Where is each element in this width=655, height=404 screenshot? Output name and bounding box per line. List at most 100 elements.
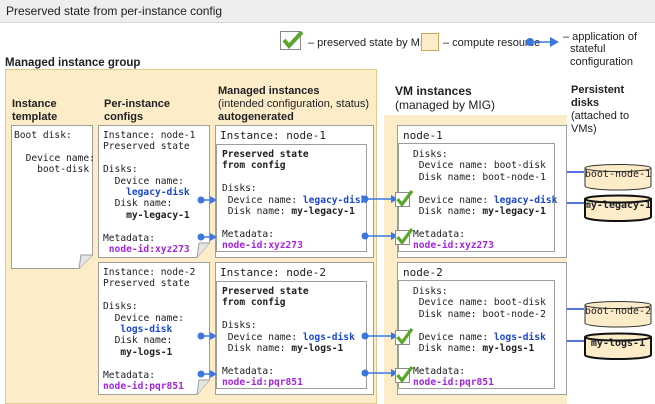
config-device-value: legacy-disk <box>126 187 190 199</box>
vm-device-label: Device name: <box>418 194 489 206</box>
vm-disk-label: Disk name: <box>418 206 477 218</box>
vm-disks: Disks: <box>413 149 448 160</box>
mi-device-label: Device name: <box>227 194 298 206</box>
managed-instance-title: Instance: node-2 <box>220 266 326 279</box>
arrow-icon <box>197 196 217 204</box>
config-device-value: logs-disk <box>120 324 173 336</box>
preserved-state-box <box>216 281 367 389</box>
heading-pd-line-1: Persistent disks <box>571 84 625 109</box>
heading-pic-line-2: configs <box>104 111 144 123</box>
mi-disk-label: Disk name: <box>227 343 286 355</box>
arrow-icon <box>361 332 398 340</box>
per-instance-config-2: Instance: node-2 Preserved state Disks: … <box>103 267 195 392</box>
vm-boot-device: Device name: boot-disk <box>418 160 546 172</box>
folded-page-icon <box>98 125 210 258</box>
disk-icon <box>584 164 652 192</box>
vm-content-box <box>398 280 555 389</box>
legend-arrow-label-2: stateful configuration <box>570 43 633 68</box>
config-disk-value: my-legacy-1 <box>126 209 190 221</box>
resource-swatch <box>421 33 439 51</box>
vm-meta-value: node-id:pqr851 <box>413 377 494 389</box>
page-title: Preserved state from per-instance config <box>6 4 223 18</box>
mi-device-label: Device name: <box>227 331 298 343</box>
managed-instance-2-content: Preserved state from config Disks: Devic… <box>222 286 355 389</box>
heading-mi-line-2: (intended configuration, status) <box>218 98 370 110</box>
config-disks: Disks: <box>103 301 138 313</box>
template-boot-disk: Boot disk: <box>14 130 72 141</box>
heading-per-instance-configs: Per-instance configs <box>104 98 170 124</box>
mi-disks: Disks: <box>222 320 257 332</box>
template-device-value: boot-disk <box>37 164 90 176</box>
per-instance-config-1: Instance: node-1 Preserved state Disks: … <box>103 130 195 255</box>
disk-icon <box>584 301 652 329</box>
vm-device-value: logs-disk <box>493 331 546 343</box>
vm-title: node-1 <box>403 129 443 142</box>
config-meta-value: node-id:pqr851 <box>103 381 184 393</box>
mi-meta-value: node-id:xyz273 <box>222 240 303 252</box>
check-icon <box>393 365 414 385</box>
heading-template-line-2: template <box>12 111 58 123</box>
disk-label: boot-node-1 <box>584 169 652 180</box>
check-icon <box>393 327 414 347</box>
vm-metadata: Metadata: <box>413 365 465 377</box>
config-metadata: Metadata: <box>103 232 155 244</box>
vm-content-box <box>398 143 555 252</box>
vm-title: node-2 <box>403 266 443 279</box>
vm-metadata: Metadata: <box>413 228 465 240</box>
legend-arrow-label-1: – application of <box>563 31 637 43</box>
heading-vm-line-1: VM instances <box>395 84 472 98</box>
vm-2-content: Disks: Device name: boot-disk Disk name:… <box>413 286 546 389</box>
vm-disks: Disks: <box>413 286 448 297</box>
heading-mi-line-1: Managed instances <box>218 85 320 97</box>
vm-disk-label: Disk name: <box>418 343 477 355</box>
arrow-icon <box>526 37 559 47</box>
arrow-icon <box>361 369 398 377</box>
legend-check-label: – preserved state by MIG <box>308 37 432 49</box>
vm-boot-name: Disk name: boot-node-1 <box>418 171 546 183</box>
preserved-state-box <box>216 144 367 252</box>
config-preserved: Preserved state <box>103 278 190 290</box>
vm-meta-value: node-id:xyz273 <box>413 240 494 252</box>
check-icon <box>280 31 304 50</box>
mi-preserved-line-1: Preserved state <box>222 149 309 160</box>
legend-resource-label: – compute resource <box>443 37 541 49</box>
arrow-icon <box>361 232 398 240</box>
disk-label: my-legacy-1 <box>584 200 652 211</box>
heading-mi-line-3: autogenerated <box>218 111 294 123</box>
config-metadata: Metadata: <box>103 369 155 381</box>
heading-vm-line-2: (managed by MIG) <box>395 98 496 112</box>
heading-persistent-disks: Persistent disks (attached to VMs) <box>571 84 655 136</box>
check-icon <box>393 189 414 209</box>
vm-boot-name: Disk name: boot-node-2 <box>418 308 546 320</box>
heading-vm-instances: VM instances (managed by MIG) <box>395 84 495 112</box>
config-meta-value: node-id:xyz273 <box>108 244 190 256</box>
arrow-icon <box>361 195 398 203</box>
disk-label: boot-node-2 <box>584 306 652 317</box>
mi-preserved-line-1: Preserved state <box>222 286 309 297</box>
vm-boot-device: Device name: boot-disk <box>418 297 546 309</box>
heading-managed-instances: Managed instances (intended configuratio… <box>218 85 369 124</box>
vm-1-content: Disks: Device name: boot-disk Disk name:… <box>413 149 557 252</box>
config-disk-label: Disk name: <box>114 198 173 210</box>
folded-page-icon <box>11 125 93 269</box>
mi-disk-label: Disk name: <box>227 206 286 218</box>
heading-pd-line-2: (attached to VMs) <box>571 110 630 135</box>
arrow-icon <box>197 233 217 241</box>
mi-metadata: Metadata: <box>222 228 274 240</box>
mi-preserved-line-2: from config <box>222 160 286 172</box>
arrow-icon <box>197 332 217 340</box>
mi-metadata: Metadata: <box>222 365 274 377</box>
arrow-icon <box>197 370 217 378</box>
mi-disk-value: my-legacy-1 <box>291 206 355 218</box>
mi-disks: Disks: <box>222 183 257 195</box>
config-disk-value: my-logs-1 <box>120 346 173 358</box>
mi-meta-value: node-id:pqr851 <box>222 377 303 389</box>
vm-device-label: Device name: <box>418 331 489 343</box>
template-device-label: Device name: <box>25 152 95 164</box>
config-device-label: Device name: <box>114 175 184 187</box>
disk-label: my-logs-1 <box>590 338 646 349</box>
title-bar: Preserved state from per-instance config <box>0 0 655 23</box>
vm-disk-value: my-logs-1 <box>482 343 535 355</box>
mi-disk-value: my-logs-1 <box>291 343 344 355</box>
